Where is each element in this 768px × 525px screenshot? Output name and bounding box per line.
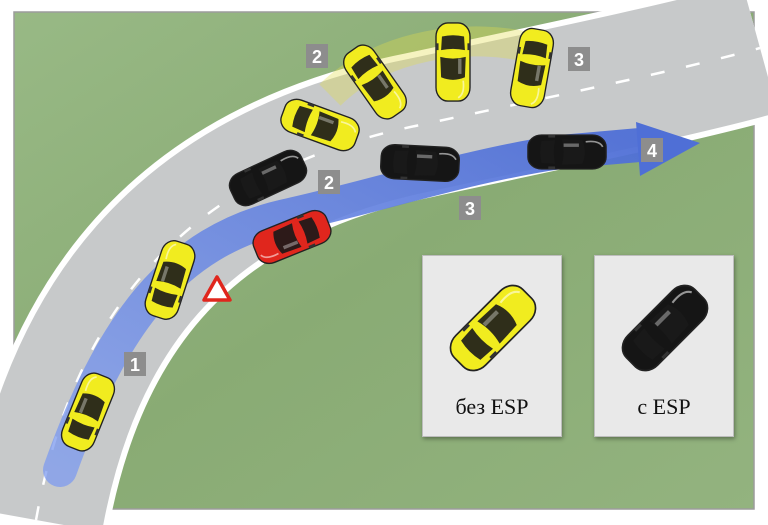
step-number-2-mid: 2 [324,173,334,193]
step-number-3-top: 3 [574,50,584,70]
step-marker-2-top: 2 [306,44,328,68]
step-marker-4: 4 [641,138,663,162]
path-arrow [43,122,700,487]
skid-trails [319,26,545,106]
step-number-3-mid: 3 [465,199,475,219]
black-car-2 [379,143,461,183]
step-number-4: 4 [647,141,657,161]
path-arrowhead [636,122,700,176]
legend-caption-without-esp: без ESP [455,394,529,419]
step-marker-3-mid: 3 [459,196,481,220]
step-number-2-top: 2 [312,47,322,67]
black-car-3 [527,134,607,170]
legend-without-esp: без ESP [422,255,562,437]
step-marker-1: 1 [124,352,146,376]
step-marker-3-top: 3 [568,47,590,71]
step-marker-2-mid: 2 [318,170,340,194]
step-number-1: 1 [130,355,140,375]
yellow-car-5 [435,22,471,102]
legend-caption-with-esp: с ESP [637,394,691,419]
legend-with-esp: с ESP [594,255,734,437]
warning-triangle-icon [202,275,232,302]
